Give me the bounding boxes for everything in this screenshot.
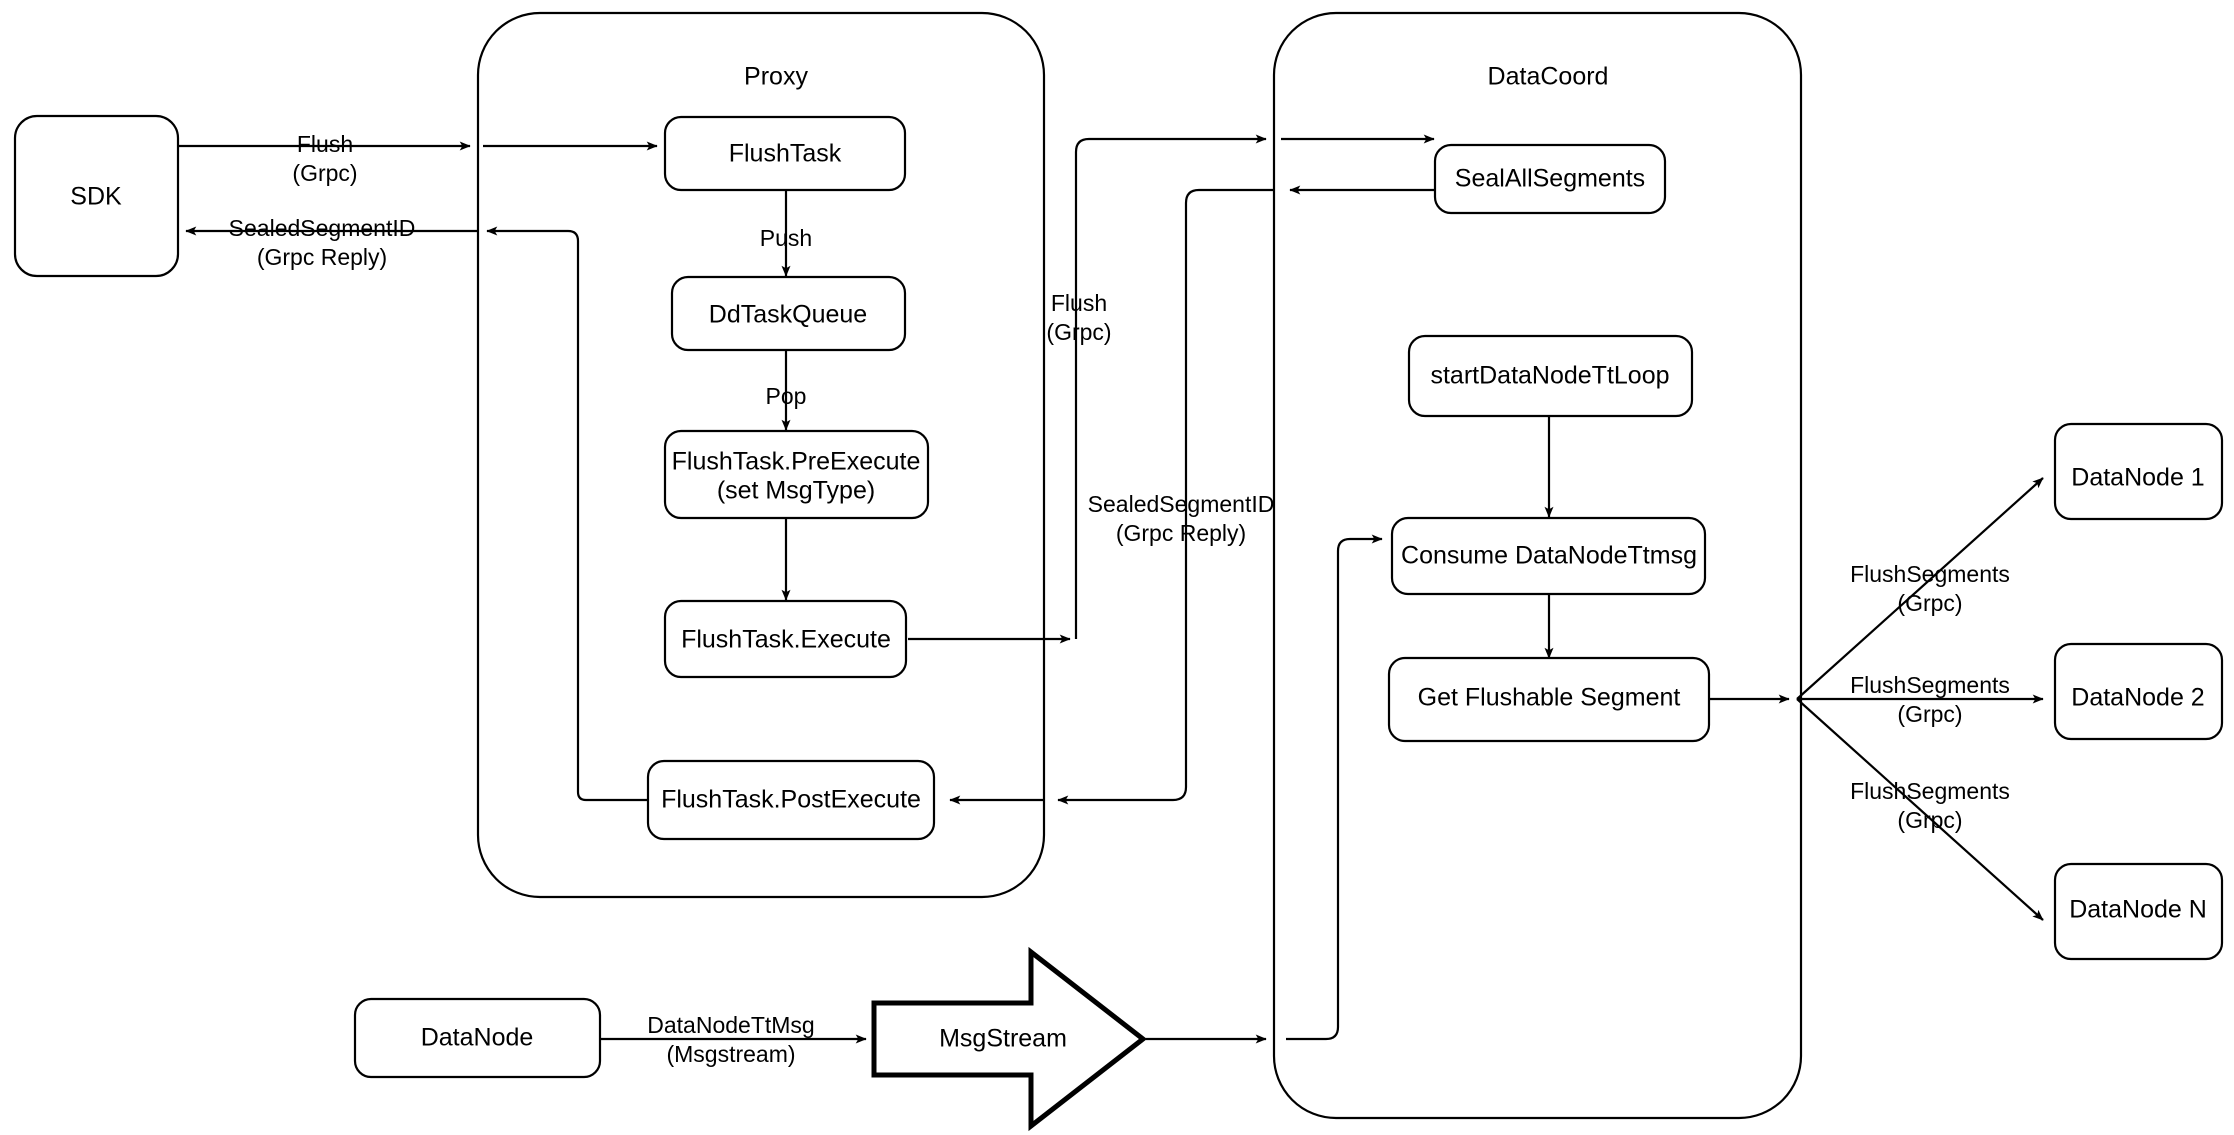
node-flushtask-execute[interactable] — [663, 599, 908, 679]
node-label-startdatanodettloop: startDataNodeTtLoop — [1430, 362, 1669, 390]
node-label-sealallsegments: SealAllSegments — [1455, 165, 1645, 193]
node-label-datanode-source: DataNode — [421, 1024, 534, 1052]
group-proxy-container — [476, 11, 1046, 899]
edge-label-flushsegments-n-line1: FlushSegments — [1850, 778, 2010, 804]
edge-label-proxy-to-datacoord-line2: (Grpc) — [1046, 319, 1111, 345]
node-flushtask-postexecute[interactable] — [646, 759, 936, 841]
edge-label-proxy-to-sdk-line2: (Grpc Reply) — [257, 244, 387, 270]
node-label-msgstream: MsgStream — [939, 1025, 1067, 1053]
node-label-postexecute: FlushTask.PostExecute — [661, 786, 921, 814]
edge-label-push: Push — [760, 225, 812, 251]
edge-hub-to-datanode-n — [1796, 698, 2044, 921]
edge-label-flushsegments-1-line1: FlushSegments — [1850, 561, 2010, 587]
edge-hub-to-datanode-1 — [1796, 477, 2044, 700]
edge-label-datanode-to-msgstream-line2: (Msgstream) — [666, 1041, 795, 1067]
edge-label-proxy-to-datacoord-line1: Flush — [1051, 290, 1107, 316]
node-datanode-n[interactable] — [2053, 862, 2224, 961]
edge-label-datacoord-to-proxy-line1: SealedSegmentID — [1088, 491, 1275, 517]
edge-label-flushsegments-2-line2: (Grpc) — [1897, 701, 1962, 727]
node-flushtask-preexecute[interactable] — [663, 429, 930, 520]
node-datanode-1[interactable] — [2053, 422, 2224, 521]
node-label-get-flushable-segment: Get Flushable Segment — [1418, 684, 1681, 712]
edge-reply-rail-down-to-postexecute — [1057, 188, 1274, 805]
edge-label-datacoord-to-proxy-line2: (Grpc Reply) — [1116, 520, 1246, 546]
node-get-flushable-segment[interactable] — [1387, 656, 1711, 743]
node-label-consume-datanodettmsg: Consume DataNodeTtmsg — [1401, 542, 1697, 570]
node-label-flushtask: FlushTask — [729, 140, 842, 168]
node-label-datanode-2: DataNode 2 — [2071, 684, 2204, 712]
edge-label-datanode-to-msgstream-line1: DataNodeTtMsg — [647, 1012, 814, 1038]
node-ddtaskqueue[interactable] — [670, 275, 907, 352]
node-label-preexecute-line1: FlushTask.PreExecute — [672, 448, 921, 476]
edge-label-flushsegments-1-line2: (Grpc) — [1897, 590, 1962, 616]
node-label-datanode-1: DataNode 1 — [2071, 464, 2204, 492]
edge-label-pop: Pop — [766, 383, 807, 409]
node-msgstream-arrow[interactable] — [871, 946, 1148, 1132]
edge-postexecute-to-proxy-boundary — [486, 226, 652, 802]
node-label-sdk: SDK — [70, 183, 122, 211]
node-label-ddtaskqueue: DdTaskQueue — [709, 301, 867, 329]
node-sealallsegments[interactable] — [1433, 143, 1667, 215]
node-startdatanodettloop[interactable] — [1407, 334, 1694, 418]
node-label-preexecute-line2: (set MsgType) — [717, 477, 875, 505]
node-label-datanode-n: DataNode N — [2069, 896, 2207, 924]
edge-label-flushsegments-n-line2: (Grpc) — [1897, 807, 1962, 833]
edge-datacoord-rail-to-consume — [1286, 534, 1383, 1041]
edge-label-proxy-to-sdk-line1: SealedSegmentID — [229, 215, 416, 241]
group-label-proxy: Proxy — [744, 63, 808, 91]
node-label-execute: FlushTask.Execute — [681, 626, 891, 654]
node-datanode-source[interactable] — [353, 997, 602, 1079]
edge-flush-rail-up-to-datacoord — [1074, 134, 1267, 639]
node-flushtask[interactable] — [663, 115, 907, 192]
node-sdk[interactable] — [13, 114, 180, 278]
group-label-datacoord: DataCoord — [1488, 63, 1609, 91]
node-consume-datanodettmsg[interactable] — [1390, 516, 1707, 596]
group-datacoord-container — [1272, 11, 1803, 1120]
node-datanode-2[interactable] — [2053, 642, 2224, 741]
edge-label-sdk-to-proxy-line1: Flush — [297, 131, 353, 157]
edge-label-flushsegments-2-line1: FlushSegments — [1850, 672, 2010, 698]
edge-label-sdk-to-proxy-line2: (Grpc) — [292, 160, 357, 186]
